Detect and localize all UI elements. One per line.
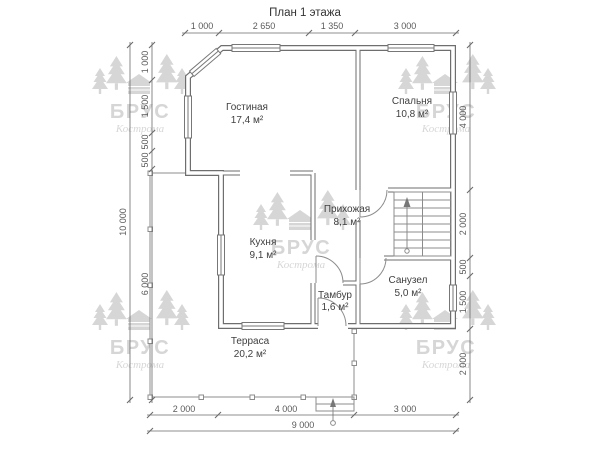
- dim-bottom-1: 2 000: [173, 404, 196, 414]
- room-label-bathroom: Санузел 5,0 м²: [389, 275, 428, 299]
- dim-left-4: 500: [140, 152, 150, 167]
- dim-top-2: 2 650: [253, 21, 276, 31]
- dim-left-total: 10 000: [118, 208, 128, 236]
- window-bedroom-top: [387, 44, 435, 52]
- room-bedroom-area: 10,8 м²: [396, 109, 429, 120]
- window-kitchen-left: [217, 234, 225, 276]
- watermark-city-text: Кострома: [276, 259, 326, 271]
- room-bathroom-name: Санузел: [389, 275, 428, 286]
- room-label-hallway: Прихожая 8,1 м²: [324, 204, 370, 228]
- room-vestibule-area: 1,6 м²: [322, 302, 350, 313]
- dim-right-3: 500: [458, 259, 468, 274]
- watermark-brand-text: БРУС: [416, 101, 476, 123]
- terrace-outline: [147, 170, 357, 400]
- window-bathroom-right: [449, 284, 457, 312]
- room-vestibule-name: Тамбур: [318, 289, 352, 301]
- dim-left-1: 1 000: [140, 51, 150, 74]
- room-bedroom-name: Спальня: [392, 96, 432, 107]
- entrance-steps: [315, 396, 355, 426]
- dim-right-5: 2 000: [458, 353, 468, 376]
- watermark-brand-text: БРУС: [271, 237, 331, 259]
- watermark-bottom-left: БРУС Кострома: [92, 290, 190, 371]
- watermark-bottom-right: БРУС Кострома: [398, 290, 496, 371]
- watermark-brand-text: БРУС: [416, 337, 476, 359]
- door-vestibule-hall: [315, 255, 344, 284]
- entrance-arrow: [330, 398, 336, 426]
- dim-bottom-total: 9 000: [292, 420, 315, 430]
- room-label-vestibule: Тамбур 1,6 м²: [318, 289, 352, 313]
- terrace-posts: [147, 170, 357, 400]
- window-bay-diagonal: [188, 47, 222, 78]
- room-label-living: Гостиная 17,4 м²: [226, 102, 268, 126]
- room-label-bedroom: Спальня 10,8 м²: [392, 96, 432, 120]
- room-kitchen-area: 9,1 м²: [250, 250, 278, 261]
- room-labels: Гостиная 17,4 м² Спальня 10,8 м² Прихожа…: [226, 96, 432, 360]
- windows: [184, 44, 457, 330]
- dim-bottom-3: 3 000: [394, 404, 417, 414]
- dimension-lines: [126, 29, 474, 435]
- dim-left-5: 6 000: [140, 273, 150, 296]
- window-living-left: [184, 95, 192, 139]
- dim-right-4: 1 500: [458, 291, 468, 314]
- page-title: План 1 этажа: [269, 7, 341, 19]
- room-label-kitchen: Кухня 9,1 м²: [250, 237, 278, 261]
- room-bathroom-area: 5,0 м²: [395, 288, 423, 299]
- watermark-brand-text: БРУС: [110, 337, 170, 359]
- watermark-top-right: БРУС Кострома: [398, 54, 496, 135]
- dim-right-2: 2 000: [458, 213, 468, 236]
- stair-direction-arrow: [403, 197, 411, 254]
- room-hallway-name: Прихожая: [324, 204, 370, 215]
- room-terrace-name: Терраса: [231, 336, 270, 347]
- window-kitchen-bottom: [241, 322, 285, 330]
- dim-bottom-2: 4 000: [275, 404, 298, 414]
- dim-left-2: 1 500: [140, 95, 150, 118]
- dim-top-3: 1 350: [321, 21, 344, 31]
- room-terrace-area: 20,2 м²: [234, 349, 267, 360]
- dim-top-4: 3 000: [394, 21, 417, 31]
- door-bathroom: [359, 257, 387, 285]
- room-label-terrace: Терраса 20,2 м²: [231, 336, 270, 360]
- window-living-top: [231, 44, 281, 52]
- room-kitchen-name: Кухня: [250, 237, 277, 248]
- window-bedroom-right: [449, 91, 457, 135]
- watermark-brand-text: БРУС: [110, 101, 170, 123]
- dimension-labels: 1 000 2 650 1 350 3 000 10 000 1 000 1 5…: [118, 21, 468, 430]
- room-living-area: 17,4 м²: [231, 115, 264, 126]
- room-living-name: Гостиная: [226, 102, 268, 113]
- dim-top-1: 1 000: [191, 21, 214, 31]
- watermark-city-text: Кострома: [421, 359, 471, 371]
- door-entrance: [317, 297, 347, 327]
- doors: [315, 189, 388, 327]
- staircase: [393, 191, 452, 257]
- dim-right-1: 4 000: [458, 106, 468, 129]
- dim-left-3: 500: [140, 134, 150, 149]
- watermark-city-text: Кострома: [115, 359, 165, 371]
- watermark-city-text: Кострома: [115, 123, 165, 135]
- watermark-city-text: Кострома: [421, 123, 471, 135]
- watermark-center: БРУС Кострома: [253, 190, 351, 271]
- entrance-opening: [318, 321, 348, 331]
- door-bedroom: [359, 189, 388, 218]
- room-hallway-area: 8,1 м²: [334, 217, 362, 228]
